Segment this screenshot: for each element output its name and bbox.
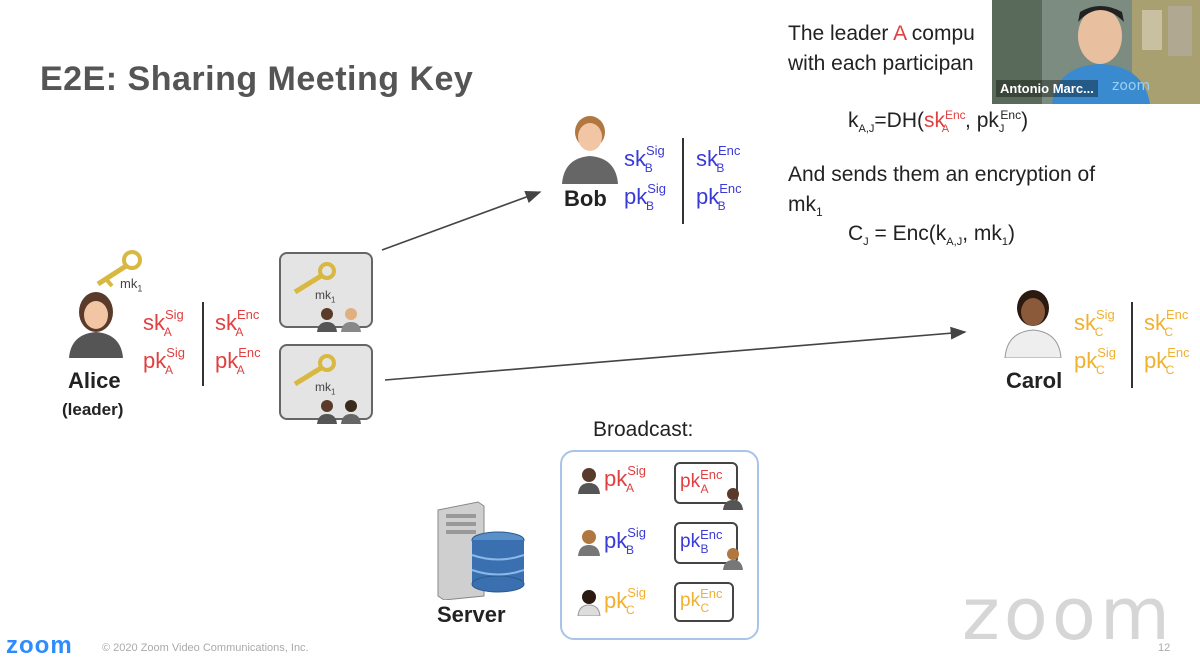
alice-pk-enc: pkEncA: [215, 345, 261, 377]
zoom-watermark: zoom: [962, 572, 1175, 656]
participant-name: Antonio Marc...: [996, 80, 1098, 97]
man-avatar-icon: [562, 116, 618, 184]
carol-avatar: [1002, 286, 1064, 363]
bob-pk-sig: pkSigB: [624, 181, 667, 213]
bob-avatar: [560, 112, 620, 189]
alice-sk-sig: skSigA: [143, 307, 184, 339]
broadcast-pk-sig-b: pkSigB: [604, 525, 647, 557]
copyright-text: © 2020 Zoom Video Communications, Inc.: [102, 642, 309, 654]
mk-label: mk1: [315, 380, 336, 397]
alice-role: (leader): [62, 400, 124, 419]
explanation-line1: The leader A compu: [788, 22, 975, 45]
explanation-line3: And sends them an encryption of: [788, 163, 1096, 186]
woman-avatar-icon: [1004, 290, 1062, 359]
explanation-line4: mk1: [788, 193, 823, 220]
alice-bob-avatars-icon: [317, 308, 361, 332]
alice-sk-enc: skEncA: [215, 307, 260, 339]
bob-small-avatar-icon: [578, 530, 600, 556]
encrypted-mk-box-carol: mk1: [279, 344, 373, 424]
bob-divider: [682, 138, 684, 224]
participant-video[interactable]: zoom Antonio Marc...: [992, 0, 1200, 104]
alice-pk-sig: pkSigA: [143, 345, 186, 377]
golden-key-icon: [96, 250, 142, 288]
broadcast-label: Broadcast:: [593, 418, 694, 441]
broadcast-card: pkSigA pkEncA pkSigB pkEncB pkSigC pkEnc…: [560, 450, 759, 640]
server-graphic: [432, 500, 528, 605]
alice-small-avatar-icon: [723, 488, 743, 510]
enc-formula: CJ = Enc(kA,J, mk1): [848, 222, 1015, 249]
broadcast-pk-enc-b: pkEncB: [674, 522, 743, 570]
bob-name: Bob: [564, 186, 607, 211]
carol-sk-sig: skSigC: [1074, 307, 1115, 339]
alice-mk-label: mk1: [120, 276, 143, 294]
carol-sk-enc: skEncC: [1144, 307, 1189, 339]
alice-mk-key: [92, 250, 144, 295]
alice-divider: [202, 302, 204, 386]
carol-pk-enc: pkEncC: [1144, 345, 1190, 377]
arrow-to-bob: [381, 190, 542, 251]
server-database-icon: [437, 501, 525, 601]
carol-name: Carol: [1006, 368, 1063, 393]
alice-carol-avatars-icon: [317, 400, 361, 424]
dh-formula: kA,J=DH(skEncA, pkJEnc): [848, 108, 1029, 136]
carol-pk-sig: pkSigC: [1074, 345, 1117, 377]
broadcast-pk-enc-a: pkEncA: [674, 462, 743, 510]
video-background: zoom: [992, 0, 1200, 104]
broadcast-pk-sig-c: pkSigC: [604, 585, 647, 617]
alice-name: Alice: [68, 368, 121, 393]
carol-divider: [1131, 302, 1133, 388]
page-number: 12: [1158, 642, 1171, 654]
alice-avatar: [65, 288, 127, 363]
mk-label: mk1: [315, 288, 336, 305]
encrypted-mk-box-bob: mk1: [279, 252, 373, 332]
carol-small-avatar-icon: [577, 590, 601, 616]
bob-small-avatar-icon: [723, 548, 743, 570]
zoom-logo: zoom: [6, 632, 73, 659]
broadcast-pk-sig-a: pkSigA: [604, 463, 647, 495]
broadcast-pk-enc-c: pkEncC: [674, 582, 734, 622]
golden-key-icon: [293, 354, 336, 387]
explanation-line2: with each participan: [788, 52, 974, 75]
bob-sk-sig: skSigB: [624, 143, 665, 175]
arrow-to-carol: [384, 326, 967, 381]
server-name: Server: [437, 602, 506, 627]
bob-pk-enc: pkEncB: [696, 181, 742, 213]
slide-title: E2E: Sharing Meeting Key: [40, 60, 474, 98]
bob-sk-enc: skEncB: [696, 143, 741, 175]
alice-small-avatar-icon: [578, 468, 600, 494]
woman-avatar-icon: [69, 292, 123, 358]
golden-key-icon: [293, 262, 336, 295]
svg-text:zoom: zoom: [1112, 78, 1150, 94]
